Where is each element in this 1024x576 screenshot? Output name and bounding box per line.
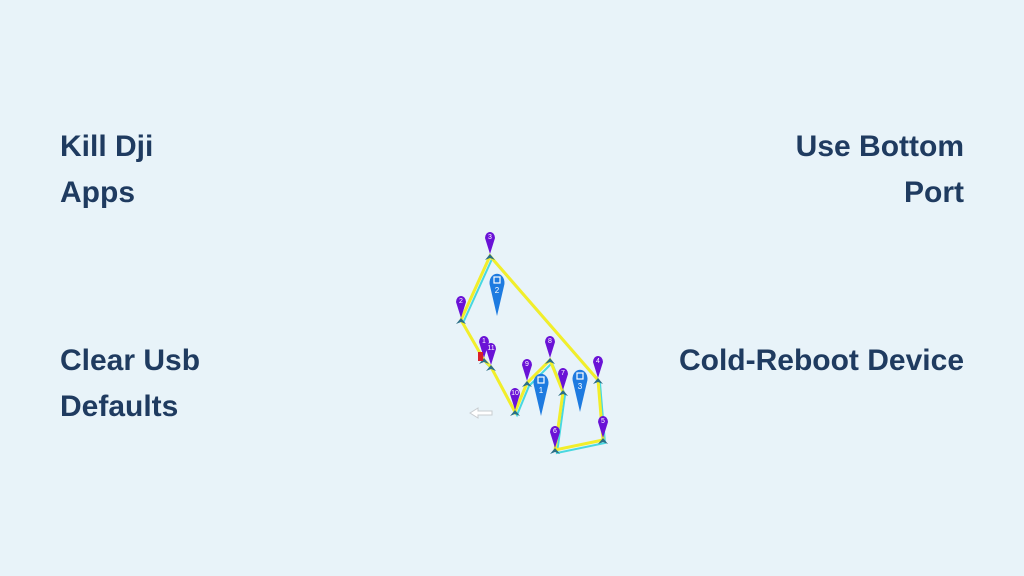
waypoint-marker[interactable]: 4 (593, 356, 603, 384)
poi-label: 2 (495, 286, 500, 295)
back-arrow-icon[interactable] (469, 407, 493, 419)
step-use-bottom-port: Use Bottom Port (796, 124, 964, 216)
poi-label: 3 (578, 382, 583, 391)
step-cold-reboot-device: Cold-Reboot Device (679, 338, 964, 384)
poi-marker[interactable]: 1 (533, 373, 549, 416)
waypoint-marker[interactable]: 5 (598, 416, 608, 444)
waypoint-label: 7 (561, 370, 565, 377)
waypoint-marker[interactable]: 2 (456, 296, 466, 324)
waypoint-label: 10 (511, 390, 519, 397)
label-line: Cold-Reboot Device (678, 344, 964, 377)
waypoint-label: 3 (488, 234, 492, 241)
label-line: Port (904, 176, 964, 209)
waypoint-label: 2 (459, 298, 463, 305)
route-line (459, 253, 605, 452)
waypoint-marker[interactable]: 10 (510, 388, 520, 416)
waypoint-label: 1 (482, 338, 486, 345)
waypoint-marker[interactable]: 7 (558, 368, 568, 396)
poi-marker[interactable]: 3 (572, 369, 588, 412)
waypoint-marker[interactable]: 8 (545, 336, 555, 364)
waypoint-label: 6 (553, 428, 557, 435)
waypoint-marker[interactable]: 6 (550, 426, 560, 454)
waypoint-label: 4 (596, 358, 600, 365)
poi-marker[interactable]: 2 (489, 273, 505, 316)
waypoint-marker[interactable]: 3 (485, 232, 495, 260)
waypoint-label: 11 (487, 345, 494, 352)
waypoint-label: 8 (548, 338, 552, 345)
poi-label: 1 (539, 386, 544, 395)
label-line: Apps (60, 176, 135, 209)
waypoint-label: 5 (601, 418, 605, 425)
step-clear-usb-defaults: Clear Usb Defaults (60, 338, 200, 430)
label-line: Defaults (60, 390, 179, 423)
label-line: Use Bottom (795, 130, 964, 163)
waypoint-label: 9 (525, 361, 529, 368)
step-kill-dji-apps: Kill Dji Apps (60, 124, 153, 216)
label-line: Kill Dji (60, 130, 154, 163)
waypoint-marker[interactable]: 9 (522, 359, 532, 387)
home-point-icon (478, 352, 483, 361)
waypoint-marker[interactable]: 1 (479, 336, 489, 364)
waypoint-marker[interactable]: 11 (486, 343, 496, 371)
label-line: Clear Usb (60, 344, 201, 377)
